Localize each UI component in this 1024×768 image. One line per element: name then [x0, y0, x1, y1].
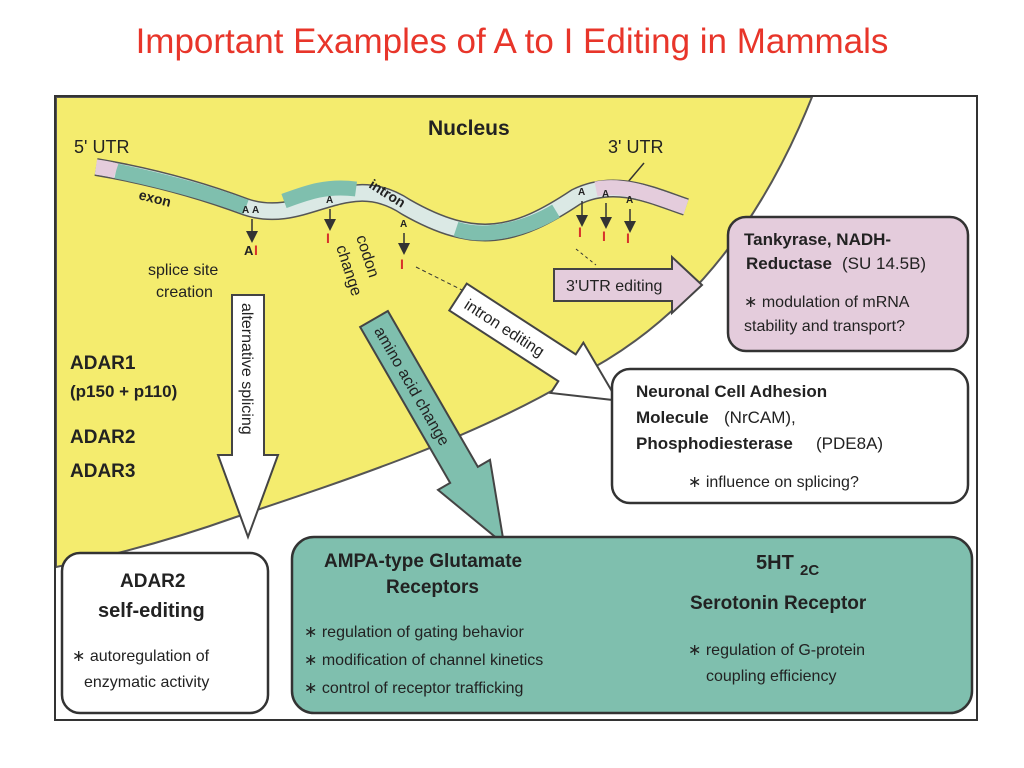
- svg-text:I: I: [578, 224, 582, 240]
- utr3-segment: [594, 180, 689, 215]
- svg-text:enzymatic activity: enzymatic activity: [84, 674, 209, 691]
- utr5-label: 5' UTR: [74, 137, 129, 157]
- ht-subscript: 2C: [800, 562, 819, 579]
- svg-text:A: A: [602, 189, 609, 200]
- adar-item-3: ADAR2: [70, 427, 135, 448]
- svg-text:coupling efficiency: coupling efficiency: [706, 668, 836, 685]
- svg-text:A: A: [252, 205, 259, 216]
- edit-site-intron: A I: [398, 219, 410, 272]
- exon-segment: [114, 163, 249, 215]
- svg-text:∗ control of receptor traffick: ∗ control of receptor trafficking: [304, 680, 523, 697]
- ampa-title-2: Receptors: [386, 577, 479, 598]
- svg-text:self-editing: self-editing: [98, 600, 205, 622]
- svg-text:I: I: [400, 256, 404, 272]
- utr5-segment: [95, 159, 119, 179]
- adar-item-4: ADAR3: [70, 461, 135, 482]
- svg-text:Serotonin Receptor: Serotonin Receptor: [690, 593, 867, 614]
- svg-text:A: A: [626, 195, 633, 206]
- exon-segment-2: [281, 180, 357, 209]
- adar-item-1: ADAR1: [70, 353, 136, 374]
- svg-text:Phosphodiesterase: Phosphodiesterase: [636, 434, 793, 453]
- svg-text:alternative splicing: alternative splicing: [238, 303, 255, 435]
- svg-text:∗ modification of channel kine: ∗ modification of channel kinetics: [304, 652, 543, 669]
- svg-text:(SU 14.5B): (SU 14.5B): [842, 254, 926, 273]
- svg-text:A: A: [400, 219, 407, 230]
- box-adar2-self-editing: ADAR2 self-editing ∗ autoregulation of e…: [60, 551, 270, 715]
- intron-dashed-line: [415, 266, 497, 308]
- svg-text:Molecule: Molecule: [636, 408, 709, 427]
- svg-text:A: A: [244, 243, 254, 258]
- svg-text:ADAR2: ADAR2: [120, 571, 185, 592]
- exon-segment-3: [453, 204, 560, 241]
- ampa-title-1: AMPA-type Glutamate: [324, 551, 522, 572]
- editing-diagram: Nucleus 5' UTR 3' UTR exon intron A A A …: [56, 97, 974, 715]
- svg-text:Neuronal Cell Adhesion: Neuronal Cell Adhesion: [636, 382, 827, 401]
- svg-text:A: A: [578, 187, 585, 198]
- svg-text:Tankyrase, NADH-: Tankyrase, NADH-: [744, 230, 891, 249]
- svg-text:A: A: [326, 195, 333, 206]
- box-neuronal: Neuronal Cell Adhesion Molecule (NrCAM),…: [610, 367, 970, 505]
- exon-label: exon: [137, 186, 173, 209]
- edit-site-splice: A A A I: [242, 205, 259, 258]
- svg-text:(PDE8A): (PDE8A): [816, 434, 883, 453]
- utr3-editing-arrow: 3'UTR editing: [553, 254, 704, 316]
- svg-text:∗ regulation of gating behavio: ∗ regulation of gating behavior: [304, 624, 524, 641]
- svg-text:stability and transport?: stability and transport?: [744, 318, 905, 335]
- svg-text:I: I: [326, 230, 330, 246]
- splice-site-label-2: creation: [156, 284, 213, 301]
- svg-text:(NrCAM),: (NrCAM),: [724, 408, 796, 427]
- box-tankyrase: Tankyrase, NADH- Reductase (SU 14.5B) ∗ …: [726, 215, 970, 353]
- svg-text:I: I: [626, 230, 630, 246]
- box-receptors: AMPA-type Glutamate Receptors ∗ regulati…: [290, 535, 974, 715]
- svg-text:∗ influence on splicing?: ∗ influence on splicing?: [688, 474, 859, 491]
- alternative-splicing-arrow: alternative splicing: [216, 294, 280, 540]
- diagram-frame: Nucleus 5' UTR 3' UTR exon intron A A A …: [54, 95, 978, 721]
- edit-site-utr3: A A A I I I: [575, 187, 636, 266]
- svg-text:∗ regulation of G-protein: ∗ regulation of G-protein: [688, 642, 865, 659]
- adar-item-2: (p150 + p110): [70, 382, 177, 401]
- utr3-label: 3' UTR: [608, 137, 663, 157]
- slide-title: Important Examples of A to I Editing in …: [135, 22, 889, 61]
- ht-title: 5HT: [756, 552, 794, 574]
- nucleus-label: Nucleus: [428, 117, 510, 140]
- splice-site-label-1: splice site: [148, 262, 218, 279]
- svg-text:∗ autoregulation of: ∗ autoregulation of: [72, 648, 210, 665]
- svg-text:∗ modulation of mRNA: ∗ modulation of mRNA: [744, 294, 910, 311]
- svg-text:I: I: [602, 228, 606, 244]
- svg-text:Reductase: Reductase: [746, 254, 832, 273]
- svg-text:A: A: [242, 205, 249, 216]
- svg-text:3'UTR editing: 3'UTR editing: [566, 278, 662, 295]
- svg-text:I: I: [254, 242, 258, 258]
- edit-site-codon: A I: [324, 195, 336, 246]
